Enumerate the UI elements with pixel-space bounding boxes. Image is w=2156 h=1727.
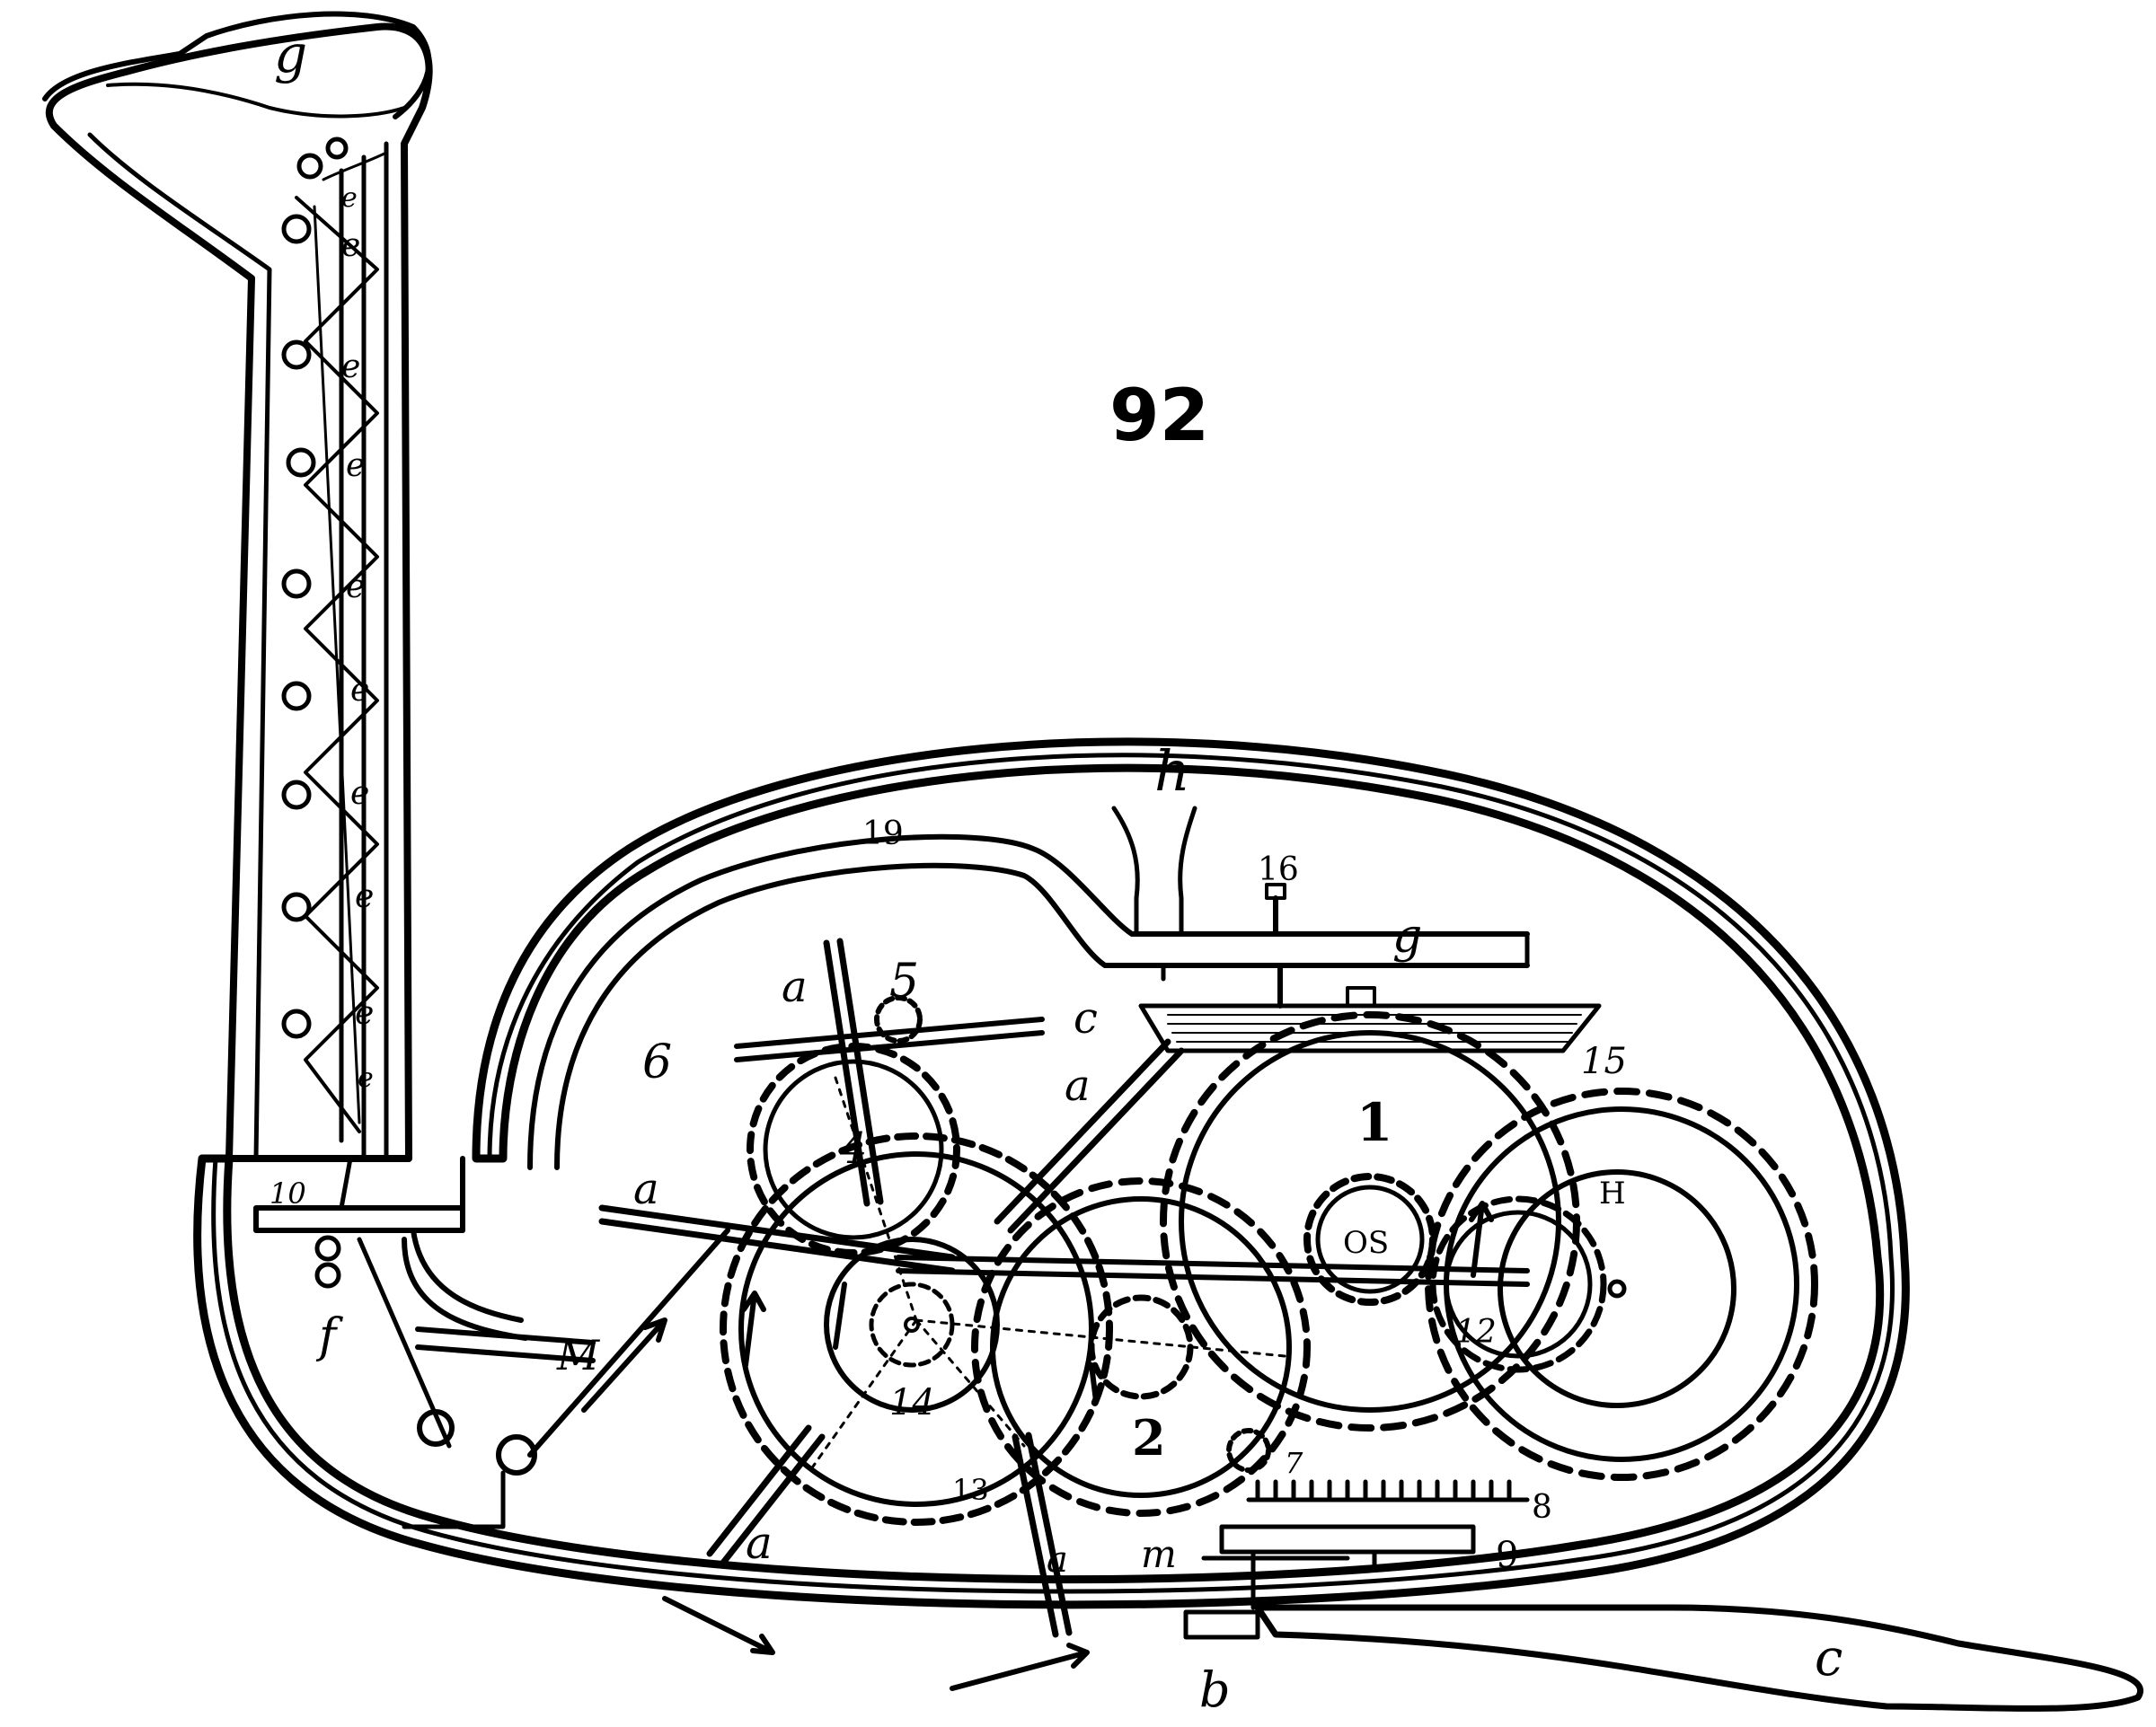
label-g-lever: g (1392, 910, 1422, 964)
label-5: 5 (889, 955, 919, 1009)
plate-9 (1201, 1524, 1476, 1610)
arrows (581, 1201, 1494, 1691)
figure-number: 92 (1109, 374, 1209, 457)
label-f: f (315, 1309, 343, 1363)
label-e-1: e (341, 227, 360, 264)
label-c-small: c (1074, 993, 1098, 1044)
label-4: 4 (839, 1123, 868, 1174)
label-M: M (556, 1331, 601, 1379)
neck-linkage (281, 137, 388, 1133)
label-e-10: e (358, 1062, 374, 1094)
label-10: 10 (270, 1176, 306, 1211)
tail (1183, 1604, 2143, 1712)
lower-left-mechanism (314, 1235, 596, 1529)
label-7: 7 (1285, 1446, 1303, 1480)
label-9: 9 (1496, 1535, 1518, 1576)
label-8: 8 (1532, 1489, 1552, 1526)
label-b: b (1199, 1661, 1231, 1718)
label-a-bottom2: a (1047, 1539, 1068, 1581)
body-outline (193, 737, 1910, 1609)
label-14: 14 (889, 1382, 935, 1423)
label-OS: OS (1343, 1225, 1389, 1261)
labels: 92 g h 19 16 g a 5 c 6 a 15 1 4 a H OS 1… (270, 23, 1842, 1718)
label-c-tail: c (1815, 1629, 1842, 1687)
label-e-2: e (341, 348, 360, 385)
label-m: m (1141, 1532, 1177, 1576)
label-a-top: a (782, 962, 808, 1012)
label-g-head: g (274, 23, 307, 84)
label-12: 12 (1455, 1314, 1497, 1351)
label-e-7: e (355, 878, 374, 915)
main-wheel (720, 1132, 1113, 1526)
label-a-mid: a (1065, 1061, 1091, 1111)
label-16: 16 (1258, 851, 1299, 888)
gear-7 (1226, 1428, 1271, 1473)
gear-1 (1160, 1011, 1580, 1432)
neck (42, 11, 433, 1162)
label-e-3: e (346, 447, 365, 484)
gear-5 (734, 995, 1045, 1062)
label-e-9: e (341, 182, 358, 214)
label-e-6: e (350, 775, 369, 812)
label-h: h (1154, 738, 1190, 804)
label-a-left: a (633, 1164, 659, 1214)
label-19: 19 (862, 815, 904, 852)
label-H: H (1599, 1176, 1626, 1212)
channel-19 (527, 833, 1530, 1170)
label-e-4: e (346, 568, 365, 605)
rack-8 (1246, 1479, 1530, 1502)
label-e-5: e (350, 672, 369, 709)
rods (527, 938, 1530, 1638)
label-6: 6 (642, 1035, 672, 1089)
label-2: 2 (1132, 1409, 1166, 1467)
label-e-8: e (355, 995, 374, 1032)
label-a-bottom: a (746, 1517, 773, 1569)
label-15: 15 (1581, 1041, 1627, 1082)
label-1: 1 (1356, 1092, 1392, 1153)
label-13: 13 (952, 1473, 989, 1507)
